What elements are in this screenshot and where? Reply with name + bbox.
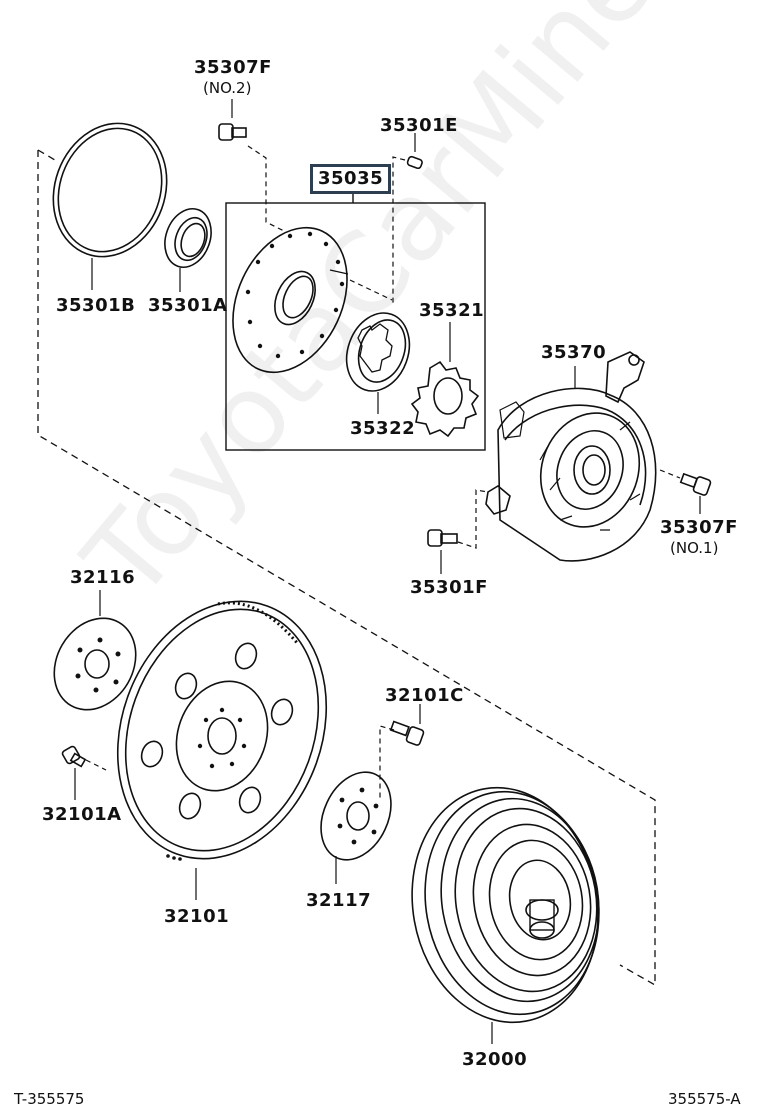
note-no1: (NO.1)	[670, 539, 719, 557]
part-32116-plate	[53, 590, 137, 711]
part-32117-plate	[320, 771, 392, 884]
label-32000[interactable]: 32000	[462, 1049, 528, 1070]
label-35307F-no1[interactable]: 35307F	[660, 517, 738, 538]
label-35301F[interactable]: 35301F	[410, 577, 488, 598]
part-32101-drive-plate	[116, 600, 328, 900]
part-35322-driven-gear	[345, 312, 411, 414]
part-35301F-bolt	[427, 489, 489, 574]
part-35301E-pin	[392, 133, 423, 305]
label-32116[interactable]: 32116	[70, 567, 136, 588]
label-35321[interactable]: 35321	[419, 300, 485, 321]
assembly-dashed-outline	[37, 149, 656, 987]
part-35307F-bolt-no2	[218, 99, 287, 233]
part-35370-stator-shaft	[485, 351, 657, 562]
label-32117[interactable]: 32117	[306, 890, 372, 911]
part-32000-torque-converter	[411, 786, 600, 1044]
pump-kit-box	[225, 202, 486, 451]
label-35035[interactable]: 35035	[310, 164, 392, 194]
part-32101C-bolt	[379, 704, 425, 800]
part-35301B-o-ring	[52, 122, 168, 290]
label-35301E[interactable]: 35301E	[380, 115, 458, 136]
label-35370[interactable]: 35370	[541, 342, 607, 363]
footer-right-code: 355575-A	[668, 1090, 741, 1108]
note-no2: (NO.2)	[203, 79, 252, 97]
label-32101[interactable]: 32101	[164, 906, 230, 927]
part-32101A-bolt	[61, 745, 107, 800]
part-35321-drive-gear	[410, 322, 480, 438]
part-pump-body	[232, 226, 393, 374]
part-35301A-oil-seal	[164, 208, 212, 292]
label-35301B[interactable]: 35301B	[56, 295, 136, 316]
label-32101A[interactable]: 32101A	[42, 804, 122, 825]
label-32101C[interactable]: 32101C	[385, 685, 464, 706]
label-35322[interactable]: 35322	[350, 418, 416, 439]
label-35307F-no2[interactable]: 35307F	[194, 57, 272, 78]
footer-left-code: T-355575	[14, 1090, 85, 1108]
label-35301A[interactable]: 35301A	[148, 295, 228, 316]
part-35307F-bolt-no1	[659, 469, 712, 514]
